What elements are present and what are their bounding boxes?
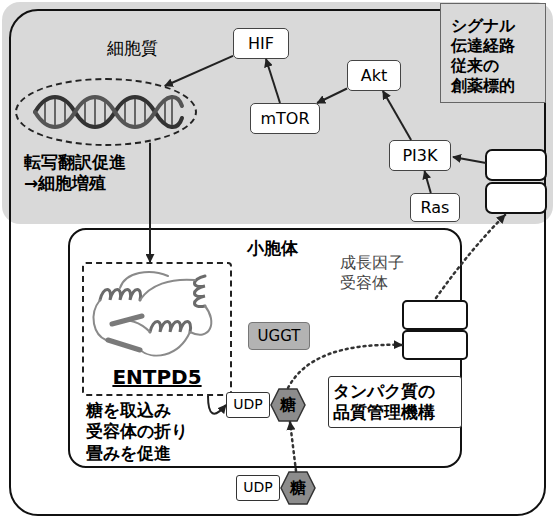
annotation-text: 糖を取込み 受容体の折り 畳みを促進	[86, 400, 194, 464]
protein-structure	[93, 272, 211, 356]
pathway-box: mTOR	[250, 103, 320, 134]
sugar-hexagon: 糖	[280, 471, 316, 505]
enzyme-box: UGGT	[248, 322, 310, 350]
signal-pathway-box: シグナル 伝達経路従来の 創薬標的	[440, 3, 546, 103]
node-label: 従来の 創薬標的	[451, 56, 539, 96]
dna-region: 転写翻訳促進 →細胞増殖	[15, 78, 197, 146]
node-label: ENTPD5	[84, 365, 230, 390]
node-label: Akt	[361, 66, 387, 86]
node-label: タンパク質の 品質管理機構	[333, 381, 457, 424]
enzyme-box: ENTPD5	[82, 262, 232, 396]
cell-outline	[10, 10, 545, 515]
arrow-connector	[165, 56, 233, 86]
receptor-transport-arrow	[436, 215, 505, 298]
growth-factor-receptor	[486, 150, 546, 213]
pathway-box: Akt	[347, 60, 401, 91]
sugar-hexagon: 糖	[270, 388, 306, 422]
arrow-connector	[208, 396, 226, 414]
dna-helix	[35, 97, 182, 127]
node-label: UGGT	[258, 327, 301, 346]
cytoplasm-region: 細胞質 シグナル 伝達経路従来の 創薬標的 HIF Akt mTOR PI3K Ras 転写翻…	[2, 2, 553, 224]
arrow-connector	[266, 59, 280, 103]
receptor-domain	[402, 300, 468, 330]
arrow-connector	[288, 345, 402, 388]
node-label: 転写翻訳促進 →細胞増殖	[24, 152, 136, 195]
udp-box: UDP	[236, 475, 280, 501]
node-label: 糖	[280, 395, 296, 415]
quality-control-box: タンパク質の 品質管理機構	[328, 376, 462, 428]
node-label: 細胞質	[107, 38, 158, 59]
node-label: 糖	[290, 478, 306, 498]
node-label: HIF	[248, 34, 274, 54]
node-label: 小胞体	[247, 238, 298, 259]
arrow-connector	[290, 422, 296, 471]
hexagon-outline	[281, 472, 315, 504]
receptor-signal-arrow	[453, 157, 486, 163]
pathway-box: Ras	[410, 193, 460, 222]
hexagon-outline	[271, 389, 305, 421]
node-label: mTOR	[260, 109, 309, 129]
receptor-domain	[402, 330, 468, 360]
arrow-connector	[425, 171, 431, 193]
node-label: PI3K	[402, 146, 437, 166]
arrow-connector	[317, 89, 347, 104]
arrow-connector	[149, 143, 151, 262]
node-label: UDP	[243, 479, 272, 497]
udp-box: UDP	[226, 392, 270, 418]
pathway-box: PI3K	[389, 140, 451, 171]
node-label: 成長因子 受容体	[340, 253, 418, 293]
node-label: UDP	[233, 396, 262, 414]
node-label: Ras	[421, 198, 450, 218]
receptor-node: 成長因子 受容体	[402, 300, 468, 360]
arrow-connector	[383, 91, 411, 140]
pathway-box: HIF	[233, 28, 289, 59]
node-label: シグナル 伝達経路	[451, 16, 539, 56]
